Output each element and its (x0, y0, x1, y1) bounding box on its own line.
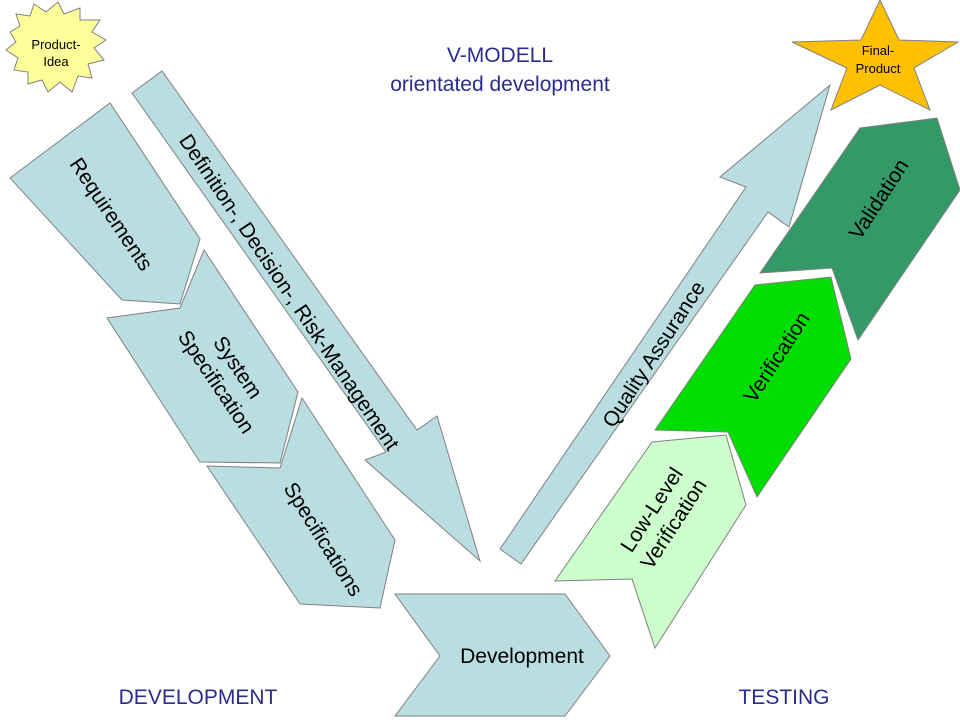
final-product-star-shape (791, 0, 960, 112)
final-product-line2: Product (856, 61, 901, 76)
management-arrow-shape (131, 70, 481, 563)
product-idea-line2: Idea (43, 54, 69, 69)
specifications-chevron (206, 396, 396, 609)
development-step-requirements: Requirements (9, 102, 201, 305)
final-product-star: Final- Product (791, 0, 960, 112)
final-product-line1: Final- (862, 43, 895, 58)
testing-section-label: TESTING (738, 686, 829, 709)
development-chevron (394, 593, 611, 717)
validation-chevron (758, 117, 960, 342)
diagram-title-line2: orientated development (390, 73, 610, 96)
testing-step-validation: Validation (758, 117, 960, 342)
testing-step-low-level-verification: Low-Level Verification (554, 434, 747, 650)
diagram-title-line1: V-MODELL (447, 44, 553, 67)
verification-chevron (654, 276, 852, 499)
product-idea-burst: Product- Idea (5, 1, 107, 93)
product-idea-burst-shape (5, 1, 107, 93)
requirements-chevron (9, 102, 201, 305)
low-level-verification-chevron (554, 434, 747, 650)
development-section-label: DEVELOPMENT (119, 686, 278, 709)
development-step-system-specification: System Specification (106, 248, 299, 464)
testing-step-verification: Verification (654, 276, 852, 499)
development-label: Development (460, 645, 584, 668)
product-idea-line1: Product- (31, 37, 80, 52)
system-specification-chevron (106, 248, 299, 464)
quality-assurance-arrow-shape (499, 83, 831, 565)
development-step-specifications: Specifications (206, 396, 396, 609)
development-step-bottom: Development (394, 593, 611, 717)
